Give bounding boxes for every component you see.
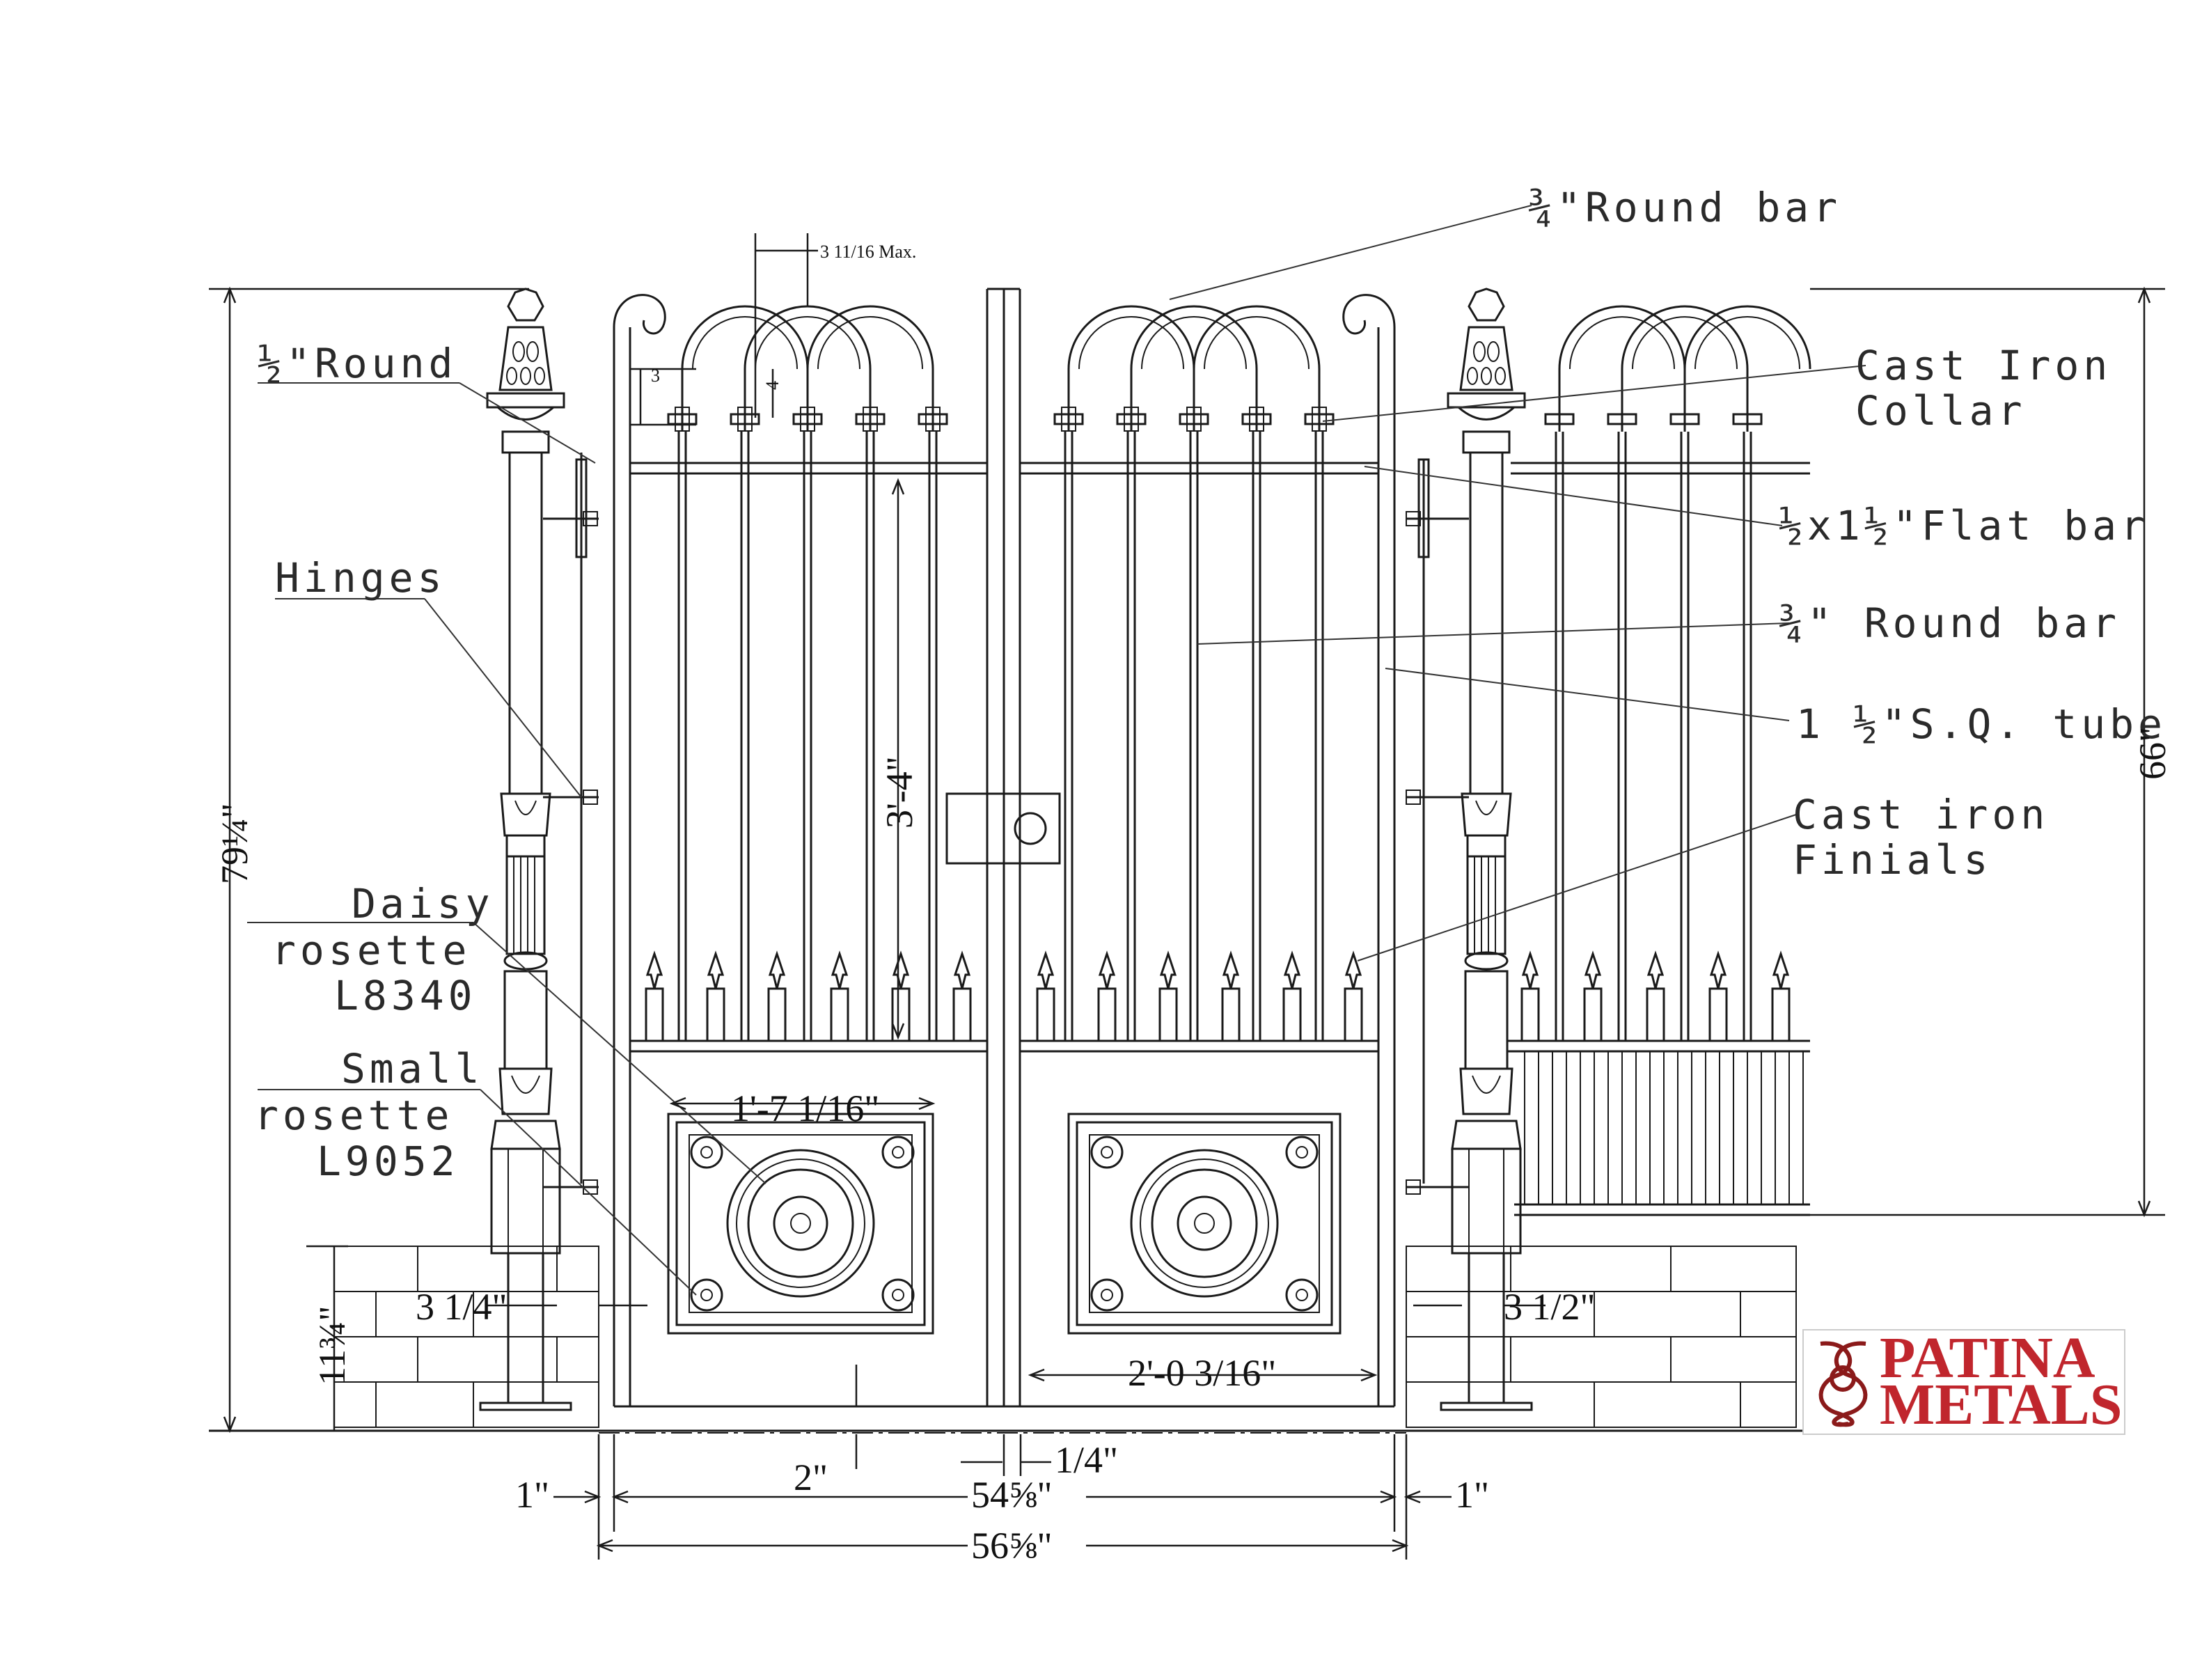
callout-hinges: Hinges xyxy=(275,554,446,602)
callout-cast-iron-collar-2: Collar xyxy=(1855,387,2027,434)
dim-three: 3 xyxy=(651,366,660,386)
hinges-left xyxy=(543,453,599,1195)
callout-daisy-1: Daisy xyxy=(352,880,494,927)
callout-small-1: Small xyxy=(341,1045,484,1092)
right-rosette-panel xyxy=(1067,1113,1342,1335)
gate-latch xyxy=(945,792,1061,865)
dim-center-gap: 1/4" xyxy=(1055,1439,1118,1481)
right-post xyxy=(1440,288,1533,1411)
callout-labels: ¾"Round bar ½"Round Cast Iron Collar Hin… xyxy=(254,184,2166,1185)
brick-wall-left xyxy=(333,1246,599,1428)
dim-leaf-width: 2'-0 3/16" xyxy=(1128,1352,1276,1394)
dim-spacing-max: 3 11/16 Max. xyxy=(820,242,916,262)
dim-fence-height: 66" xyxy=(2132,727,2173,780)
callout-small-2: rosette xyxy=(254,1092,453,1139)
right-pickets xyxy=(1064,432,1324,1041)
callout-cast-iron-finials-1: Cast iron xyxy=(1793,791,2049,838)
callout-small-3: L9052 xyxy=(317,1138,459,1185)
dimension-labels: 3 11/16 Max. 3 4 3'-4" 79¼" 66" 1'-7 1/1… xyxy=(214,242,2173,1567)
left-collars xyxy=(667,407,948,432)
dim-opening: 54⅝" xyxy=(971,1474,1053,1516)
callout-sq-tube: 1 ½"S.Q. tube xyxy=(1796,700,2166,748)
dim-clear-right: 1" xyxy=(1455,1474,1489,1516)
right-collars xyxy=(1053,407,1335,432)
callout-round-bar-mid: ¾" Round bar xyxy=(1779,599,2121,647)
dim-overall-height: 79¼" xyxy=(214,803,255,884)
logo-line-1: PATINA xyxy=(1880,1326,2095,1390)
dim-post-right: 3 1/2" xyxy=(1504,1286,1596,1328)
right-gate-leaf xyxy=(1004,288,1396,1408)
dim-clear-left: 1" xyxy=(515,1474,549,1516)
left-finials xyxy=(645,950,972,1042)
dim-wall-height: 11¾" xyxy=(311,1305,353,1385)
hinges-right xyxy=(1406,458,1469,1195)
dimension-lines xyxy=(209,233,2165,1560)
dim-picket-height: 3'-4" xyxy=(879,756,920,829)
left-gate-leaf xyxy=(613,288,1005,1408)
callout-flat-bar: ½x1½"Flat bar xyxy=(1779,502,2149,549)
logo-line-2: METALS xyxy=(1880,1372,2123,1437)
right-finials xyxy=(1036,950,1363,1042)
left-arches xyxy=(681,305,934,432)
dim-gap-bottom: 2" xyxy=(794,1457,828,1498)
dim-post-left: 3 1/4" xyxy=(416,1286,508,1328)
dim-four: 4 xyxy=(762,381,783,390)
logo-emblem-icon xyxy=(1818,1341,1868,1427)
callout-round-bar-top: ¾"Round bar xyxy=(1528,184,1841,231)
left-post xyxy=(479,288,572,1411)
callout-daisy-2: rosette xyxy=(272,927,471,974)
callout-cast-iron-finials-2: Finials xyxy=(1793,836,1992,884)
left-pickets xyxy=(677,432,938,1041)
callout-daisy-3: L8340 xyxy=(334,972,477,1019)
fence-section xyxy=(1507,305,1811,1216)
leader-lines xyxy=(247,205,1866,1296)
left-rosette-panel xyxy=(667,1113,934,1335)
patina-metals-logo: PATINA METALS xyxy=(1802,1326,2125,1437)
callout-cast-iron-collar-1: Cast Iron xyxy=(1855,342,2111,389)
callout-half-round: ½"Round xyxy=(258,340,457,387)
dim-panel-width: 1'-7 1/16" xyxy=(731,1088,879,1129)
brick-wall-right xyxy=(1406,1246,1797,1428)
dim-overall-width: 56⅝" xyxy=(971,1525,1053,1567)
right-arches xyxy=(1067,305,1321,432)
